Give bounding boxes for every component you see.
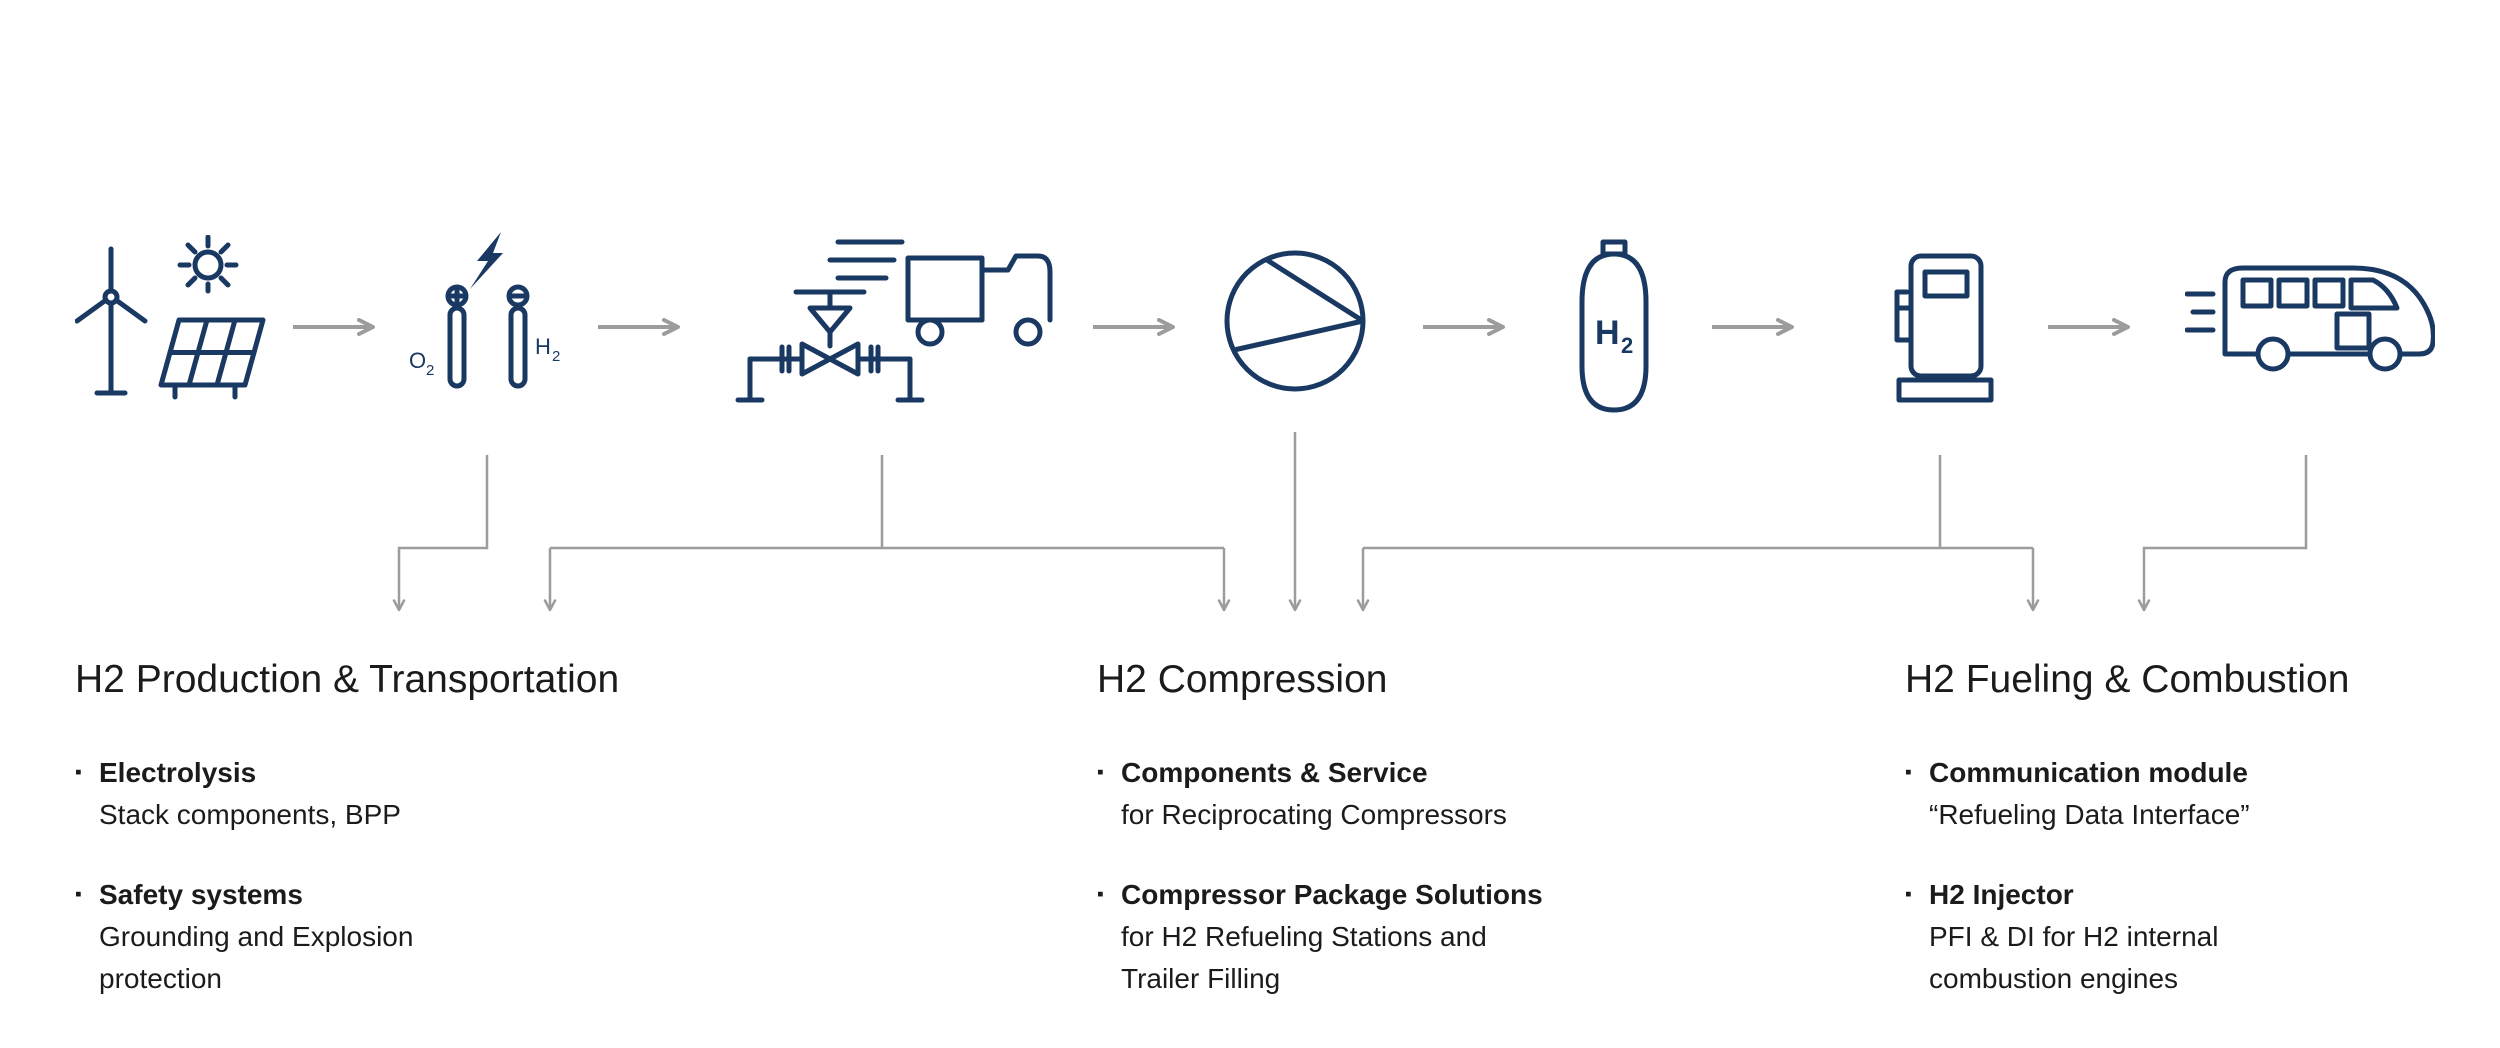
item-heading: Safety systems bbox=[99, 879, 303, 910]
compressor-icon bbox=[1224, 250, 1366, 392]
truck-icon bbox=[827, 239, 1053, 347]
item-heading: Compressor Package Solutions bbox=[1121, 879, 1543, 910]
list-item: ▪ Components & Service for Reciprocating… bbox=[1097, 752, 1797, 836]
h2-label: H bbox=[535, 334, 551, 359]
section-title: H2 Production & Transportation bbox=[75, 658, 620, 701]
section-production-transportation: H2 Production & Transportation ▪ Electro… bbox=[75, 658, 775, 1038]
wind-solar-icon bbox=[75, 235, 266, 400]
fuel-dispenser-icon bbox=[1894, 253, 1994, 403]
bus-icon bbox=[2185, 265, 2435, 372]
section-title: H2 Fueling & Combustion bbox=[1905, 658, 2350, 701]
bullet-marker: ▪ bbox=[1905, 762, 1912, 783]
item-body: Stack components, BPP bbox=[99, 799, 401, 830]
tank-h2-label-sub: 2 bbox=[1621, 333, 1633, 358]
lightning-bolt-icon bbox=[470, 232, 503, 289]
h2-tank-icon: H 2 bbox=[1579, 239, 1649, 413]
item-heading: Components & Service bbox=[1121, 757, 1428, 788]
item-heading: H2 Injector bbox=[1929, 879, 2074, 910]
bullet-marker: ▪ bbox=[1097, 884, 1104, 905]
list-item: ▪ Communication module “Refueling Data I… bbox=[1905, 752, 2495, 836]
section-title: H2 Compression bbox=[1097, 658, 1388, 701]
o2-label-sub: 2 bbox=[426, 362, 434, 379]
o2-label: O bbox=[409, 348, 426, 373]
bullet-marker: ▪ bbox=[75, 884, 82, 905]
list-item: ▪ H2 Injector PFI & DI for H2 internal c… bbox=[1905, 874, 2495, 1000]
valve-truck-icon bbox=[735, 239, 1053, 403]
bullet-marker: ▪ bbox=[1905, 884, 1912, 905]
item-body: Grounding and Explosion protection bbox=[99, 921, 414, 994]
tank-h2-label: H bbox=[1595, 314, 1620, 352]
bullet-marker: ▪ bbox=[1097, 762, 1104, 783]
item-heading: Electrolysis bbox=[99, 757, 257, 788]
h2-label-sub: 2 bbox=[552, 348, 560, 365]
connector-bus bbox=[2137, 455, 2308, 612]
list-item: ▪ Compressor Package Solutions for H2 Re… bbox=[1097, 874, 1797, 1000]
section-connectors bbox=[392, 432, 2308, 612]
item-body: for H2 Refueling Stations and Trailer Fi… bbox=[1121, 921, 1487, 994]
item-body: PFI & DI for H2 internal combustion engi… bbox=[1929, 921, 2219, 994]
list-item: ▪ Electrolysis Stack components, BPP bbox=[75, 752, 775, 836]
item-body: “Refueling Data Interface” bbox=[1929, 799, 2250, 830]
bullet-marker: ▪ bbox=[75, 762, 82, 783]
electrolysis-icon: O 2 H 2 bbox=[409, 232, 560, 389]
list-item: ▪ Safety systems Grounding and Explosion… bbox=[75, 874, 775, 1000]
pipeline-valve-icon bbox=[735, 289, 925, 403]
section-compression: H2 Compression ▪ Components & Service fo… bbox=[1097, 658, 1797, 1038]
item-body: for Reciprocating Compressors bbox=[1121, 799, 1507, 830]
section-fueling-combustion: H2 Fueling & Combustion ▪ Communication … bbox=[1905, 658, 2495, 1038]
connector-electrolysis bbox=[392, 455, 489, 612]
item-heading: Communication module bbox=[1929, 757, 2248, 788]
